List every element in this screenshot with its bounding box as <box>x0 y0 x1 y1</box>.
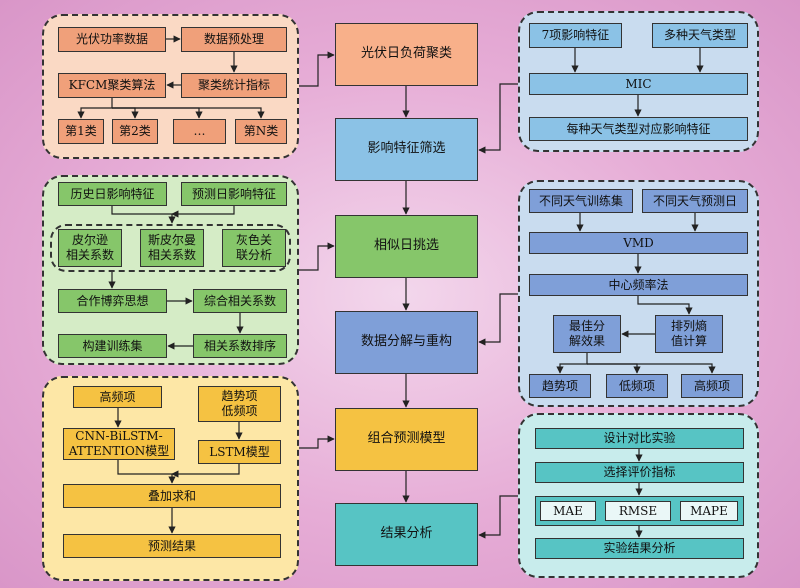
class-ellipsis-box: … <box>173 119 226 144</box>
step-decomposition: 数据分解与重构 <box>335 311 478 374</box>
vmd-box: VMD <box>529 232 748 254</box>
correlation-subpanel <box>50 224 291 272</box>
correlation-sort-box: 相关系数排序 <box>193 334 287 358</box>
mic-box: MIC <box>529 73 748 95</box>
center-frequency-box: 中心频率法 <box>529 274 748 296</box>
step-result-analysis: 结果分析 <box>335 503 478 566</box>
model-high-frequency-box: 高频项 <box>73 386 162 408</box>
design-experiment-box: 设计对比实验 <box>535 428 744 449</box>
mape-box: MAPE <box>680 501 738 521</box>
preprocess-box: 数据预处理 <box>181 27 287 52</box>
pearson-box: 皮尔逊 相关系数 <box>58 229 122 267</box>
history-features-box: 历史日影响特征 <box>58 182 167 206</box>
seven-features-box: 7项影响特征 <box>529 23 622 48</box>
class-n-box: 第N类 <box>235 119 287 144</box>
training-set-box: 构建训练集 <box>58 334 167 358</box>
class-1-box: 第1类 <box>58 119 104 144</box>
prediction-result-box: 预测结果 <box>63 534 281 558</box>
experiment-analysis-box: 实验结果分析 <box>535 538 744 559</box>
cnn-bilstm-attention-box: CNN-BiLSTM- ATTENTION模型 <box>63 428 175 460</box>
cooperative-game-box: 合作博弈思想 <box>58 289 167 313</box>
select-metrics-box: 选择评价指标 <box>535 462 744 483</box>
spearman-box: 斯皮尔曼 相关系数 <box>140 229 204 267</box>
step-combined-model: 组合预测模型 <box>335 408 478 471</box>
cluster-stats-box: 聚类统计指标 <box>181 73 287 98</box>
grey-relation-box: 灰色关 联分析 <box>222 229 286 267</box>
summation-box: 叠加求和 <box>63 484 281 508</box>
step-pv-clustering: 光伏日负荷聚类 <box>335 23 478 86</box>
weather-train-set-box: 不同天气训练集 <box>529 189 633 213</box>
step-feature-screening: 影响特征筛选 <box>335 118 478 181</box>
kfcm-box: KFCM聚类算法 <box>58 73 166 98</box>
low-frequency-box: 低频项 <box>606 374 668 398</box>
predict-features-box: 预测日影响特征 <box>181 182 287 206</box>
mae-box: MAE <box>540 501 596 521</box>
class-2-box: 第2类 <box>112 119 158 144</box>
weather-features-box: 每种天气类型对应影响特征 <box>529 117 748 141</box>
trend-component-box: 趋势项 <box>529 374 591 398</box>
rmse-box: RMSE <box>605 501 671 521</box>
weather-types-box: 多种天气类型 <box>652 23 748 48</box>
lstm-box: LSTM模型 <box>198 440 281 464</box>
permutation-entropy-box: 排列熵 值计算 <box>655 315 723 353</box>
step-similar-day: 相似日挑选 <box>335 215 478 278</box>
weather-predict-day-box: 不同天气预测日 <box>642 189 748 213</box>
pv-power-data-box: 光伏功率数据 <box>58 27 166 52</box>
combined-correlation-box: 综合相关系数 <box>193 289 287 313</box>
trend-low-frequency-box: 趋势项 低频项 <box>198 386 281 422</box>
best-decomposition-box: 最佳分 解效果 <box>553 315 621 353</box>
high-frequency-box: 高频项 <box>681 374 743 398</box>
